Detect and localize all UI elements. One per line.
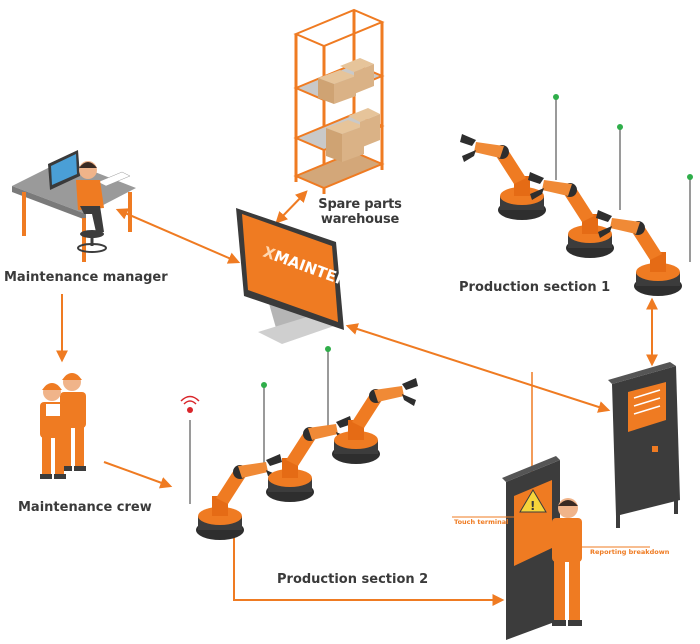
svg-text:!: !	[530, 499, 535, 513]
touch-terminal-label: Touch terminal	[454, 518, 508, 526]
production-section-1-label: Production section 1	[459, 280, 610, 295]
shelving-unit-icon	[293, 8, 385, 194]
desktop-monitor-icon: XMAINTENANCE	[236, 208, 393, 344]
arrow-manager-software	[115, 208, 241, 264]
production-section-1	[460, 94, 693, 296]
office-desk-icon	[12, 150, 136, 262]
robot-arm-icon	[196, 454, 282, 540]
arrow-section2-terminal	[233, 536, 505, 606]
maintenance-crew-label: Maintenance crew	[18, 500, 152, 515]
wireless-signal-icon	[180, 395, 200, 413]
production-section-2	[180, 346, 418, 540]
worker-icon	[540, 498, 582, 626]
reporting-breakdown-label: Reporting breakdown	[590, 548, 670, 556]
maintenance-manager-label: Maintenance manager	[4, 270, 168, 285]
arrow-crew-section2	[103, 461, 173, 489]
spare-parts-label-line1: Spare parts	[318, 197, 402, 212]
warning-sign-icon: !	[519, 489, 547, 513]
arrow-warehouse-software	[275, 190, 308, 224]
arrow-software-cabinet	[345, 323, 611, 413]
worker-icon	[76, 161, 107, 253]
arrows	[56, 190, 658, 606]
production-section-2-label: Production section 2	[277, 572, 428, 587]
control-cabinet-icon	[608, 362, 680, 528]
worker-icon	[40, 373, 86, 479]
spare-parts-label: Spare parts warehouse	[300, 197, 420, 227]
touch-terminal: !	[502, 456, 560, 640]
spare-parts-label-line2: warehouse	[320, 212, 400, 227]
